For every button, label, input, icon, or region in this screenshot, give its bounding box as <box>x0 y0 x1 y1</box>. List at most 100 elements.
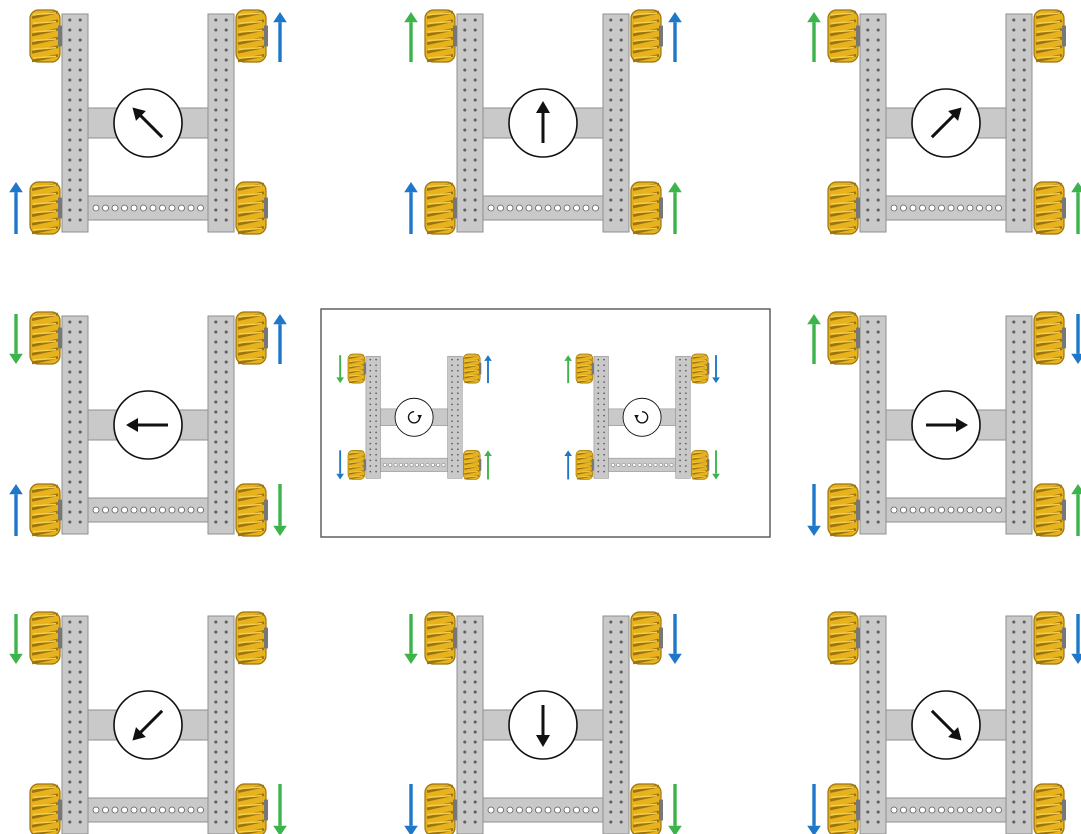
wheel-rear-right <box>463 450 481 479</box>
left-rail <box>860 14 886 232</box>
wheel-front-right <box>631 10 663 62</box>
wheel-front-left <box>348 354 366 383</box>
wheel-arrow-rear-right <box>484 450 492 479</box>
wheel-front-left <box>30 312 62 364</box>
wheel-rear-right <box>691 450 709 479</box>
wheel-front-left <box>828 10 860 62</box>
wheel-arrow-rear-left <box>807 484 821 536</box>
wheel-arrow-rear-left <box>564 450 572 479</box>
robot-diagonal-backward-left <box>9 612 287 834</box>
wheel-arrow-rear-left <box>336 450 344 479</box>
wheel-arrow-front-right <box>712 355 720 383</box>
left-rail <box>366 356 381 478</box>
wheel-arrow-rear-left <box>404 784 418 834</box>
wheel-arrow-front-right <box>668 12 682 62</box>
cross-member-bottom <box>608 458 675 471</box>
left-rail <box>457 14 483 232</box>
wheel-front-left <box>576 354 594 383</box>
robot-rotate-counterclockwise <box>336 354 491 479</box>
robot-rotate-clockwise <box>564 354 719 479</box>
rotation-indicator-cw <box>623 398 661 436</box>
direction-indicator <box>114 391 182 459</box>
wheel-arrow-front-right <box>668 614 682 664</box>
wheel-arrow-front-left <box>807 314 821 364</box>
direction-indicator <box>912 691 980 759</box>
wheel-rear-right <box>1034 182 1066 234</box>
wheel-front-right <box>463 354 481 383</box>
wheel-rear-left <box>348 450 366 479</box>
wheel-arrow-front-left <box>807 12 821 62</box>
wheel-rear-left <box>828 784 860 834</box>
wheel-arrow-front-left <box>9 314 23 364</box>
left-rail <box>860 616 886 834</box>
wheel-arrow-rear-right <box>1071 182 1081 234</box>
direction-indicator <box>509 691 577 759</box>
wheel-rear-left <box>828 182 860 234</box>
cross-member-bottom <box>886 196 1006 220</box>
robot-diagonal-forward-left <box>9 10 287 234</box>
left-rail <box>62 316 88 534</box>
wheel-arrow-rear-right <box>1071 484 1081 536</box>
wheel-rear-left <box>425 182 457 234</box>
wheel-front-left <box>828 612 860 664</box>
cross-member-bottom <box>483 798 603 822</box>
robot-strafe-left <box>9 312 287 536</box>
right-rail <box>208 316 234 534</box>
cross-member-bottom <box>88 798 208 822</box>
cross-member-bottom <box>380 458 447 471</box>
wheel-rear-right <box>236 484 268 536</box>
right-rail <box>1006 14 1032 232</box>
wheel-rear-right <box>236 784 268 834</box>
wheel-arrow-rear-right <box>668 182 682 234</box>
left-rail <box>457 616 483 834</box>
wheel-arrow-rear-left <box>404 182 418 234</box>
wheel-front-left <box>30 612 62 664</box>
wheel-rear-right <box>631 784 663 834</box>
rotation-indicator-ccw <box>395 398 433 436</box>
wheel-rear-right <box>1034 784 1066 834</box>
wheel-arrow-rear-right <box>668 784 682 834</box>
wheel-front-left <box>828 312 860 364</box>
robot-strafe-right <box>807 312 1081 536</box>
wheel-arrow-rear-right <box>273 484 287 536</box>
wheel-rear-right <box>631 182 663 234</box>
wheel-rear-left <box>30 182 62 234</box>
robot-forward <box>404 10 682 234</box>
wheel-front-left <box>425 10 457 62</box>
direction-indicator <box>114 691 182 759</box>
wheel-front-right <box>1034 312 1066 364</box>
wheel-arrow-rear-right <box>712 450 720 479</box>
direction-indicator <box>912 391 980 459</box>
direction-indicator <box>114 89 182 157</box>
wheel-arrow-front-left <box>336 355 344 383</box>
wheel-rear-left <box>30 784 62 834</box>
right-rail <box>1006 316 1032 534</box>
wheel-front-right <box>1034 612 1066 664</box>
right-rail <box>676 356 691 478</box>
left-rail <box>62 14 88 232</box>
right-rail <box>1006 616 1032 834</box>
left-rail <box>594 356 609 478</box>
wheel-arrow-rear-left <box>9 182 23 234</box>
wheel-arrow-front-right <box>484 355 492 383</box>
wheel-arrow-rear-left <box>9 484 23 536</box>
cross-member-bottom <box>483 196 603 220</box>
wheel-front-right <box>1034 10 1066 62</box>
direction-indicator <box>509 89 577 157</box>
cross-member-bottom <box>88 196 208 220</box>
robot-diagonal-backward-right <box>807 612 1081 834</box>
wheel-arrow-front-right <box>273 314 287 364</box>
right-rail <box>208 616 234 834</box>
wheel-rear-left <box>30 484 62 536</box>
wheel-rear-right <box>1034 484 1066 536</box>
cross-member-bottom <box>886 498 1006 522</box>
right-rail <box>208 14 234 232</box>
wheel-arrow-front-right <box>1071 314 1081 364</box>
wheel-front-left <box>425 612 457 664</box>
wheel-arrow-front-left <box>404 614 418 664</box>
wheel-rear-right <box>236 182 268 234</box>
robot-backward <box>404 612 682 834</box>
left-rail <box>860 316 886 534</box>
left-rail <box>62 616 88 834</box>
